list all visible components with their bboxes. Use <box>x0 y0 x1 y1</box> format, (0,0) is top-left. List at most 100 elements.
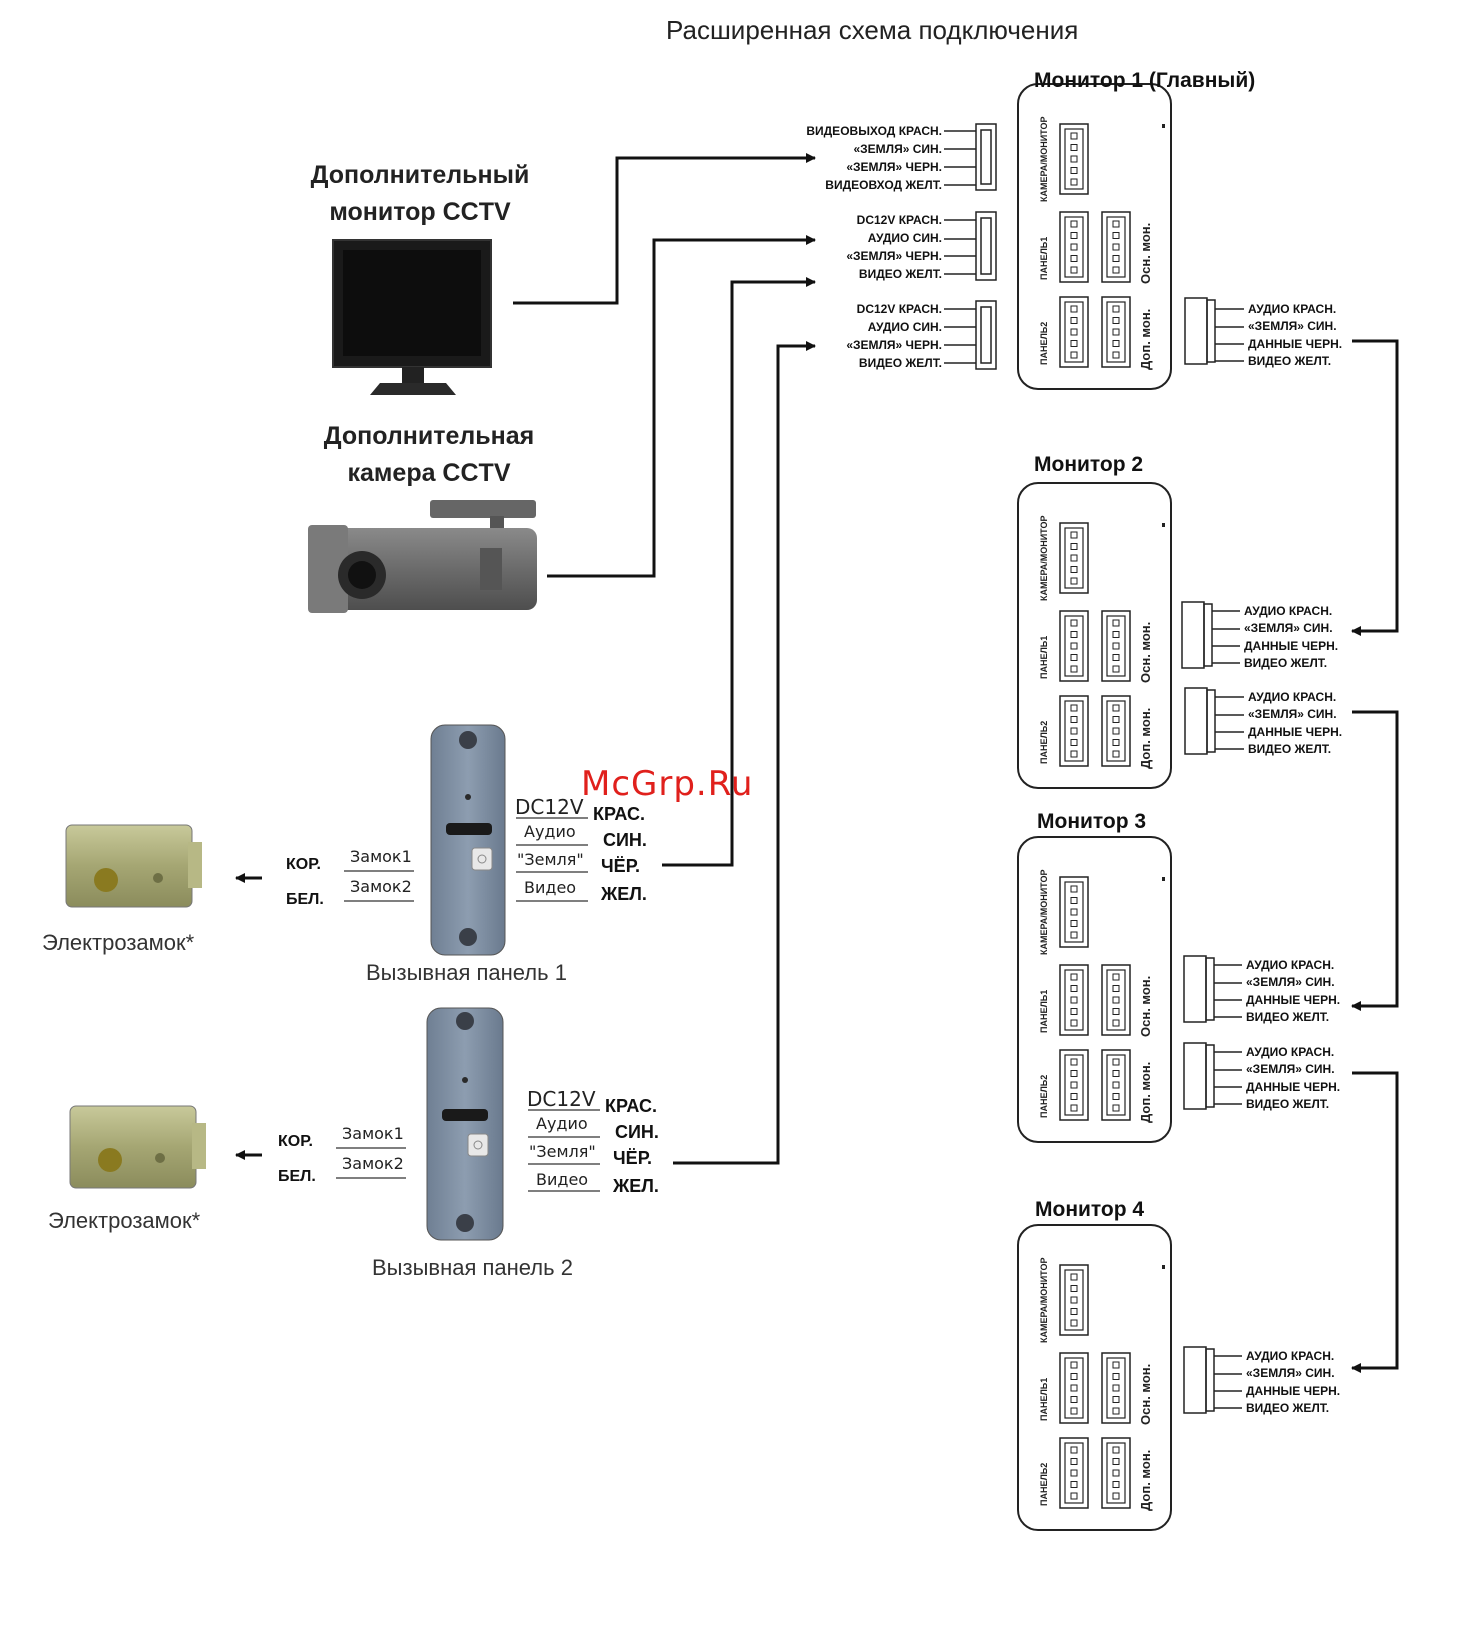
electric-lock-2-caption: Электрозамок* <box>48 1208 201 1233</box>
wire-monitor2-to-monitor3 <box>1351 710 1399 1011</box>
monitor-bodies <box>1017 83 1172 1531</box>
monitor-2-label-extra-mon: Доп. мон. <box>1138 707 1153 769</box>
panel-2-term-audio: Аудио <box>536 1114 588 1133</box>
monitor-2-label-camera-monitor: КАМЕРА/МОНИТОР <box>1039 515 1049 601</box>
right-connector-3-label-2: «ЗЕМЛЯ» СИН. <box>1248 707 1337 722</box>
monitor-1-title: Монитор 1 (Главный) <box>1034 69 1256 92</box>
right-connector-4-label-4: ВИДЕО ЖЕЛТ. <box>1246 1009 1330 1024</box>
right-connector-1-label-4: ВИДЕО ЖЕЛТ. <box>1248 353 1332 368</box>
cctv-monitor-title-line1: Дополнительный <box>310 161 530 189</box>
monitor-4-label-extra-mon: Доп. мон. <box>1138 1449 1153 1511</box>
panel-2-color-blue: СИН. <box>615 1122 659 1142</box>
right-connector-3-label-4: ВИДЕО ЖЕЛТ. <box>1248 741 1332 756</box>
panel-1-lock-bel: БЕЛ. <box>286 891 324 908</box>
call-panel-2-image <box>426 1007 504 1241</box>
wire-camera-to-panel1-input <box>547 235 816 578</box>
right-connectors <box>1181 297 1244 1414</box>
cctv-monitor-image <box>332 239 492 395</box>
monitor-3-label-main-mon: Осн. мон. <box>1138 975 1153 1037</box>
panel-1-lock-kor: КОР. <box>286 856 321 873</box>
monitor-1-label-panel1: ПАНЕЛЬ1 <box>1039 236 1049 280</box>
panel-1-color-black: ЧЁР. <box>601 856 640 876</box>
m1-p2-video: ВИДЕО ЖЕЛТ. <box>858 356 942 370</box>
panel-2-wire-lines <box>336 1109 600 1192</box>
monitor-2-label-panel1: ПАНЕЛЬ1 <box>1039 635 1049 679</box>
panel-2-color-black: ЧЁР. <box>613 1148 652 1168</box>
m1-p1-audio: АУДИО СИН. <box>867 231 942 245</box>
panel-2-term-ground: "Земля" <box>529 1142 596 1161</box>
wire-monitor1-to-monitor2 <box>1351 339 1399 636</box>
panel-1-wire-lines <box>344 817 588 902</box>
m1-p1-dc12v: DC12V КРАСН. <box>856 213 942 227</box>
wire-panel1-to-input <box>662 277 816 867</box>
panel-1-lock-term-2: Замок2 <box>350 877 412 896</box>
monitor-3-title: Монитор 3 <box>1037 810 1147 833</box>
right-connector-6-label-4: ВИДЕО ЖЕЛТ. <box>1246 1400 1330 1415</box>
m1-ground-black: «ЗЕМЛЯ» ЧЕРН. <box>846 160 942 174</box>
right-connector-4-label-3: ДАННЫЕ ЧЕРН. <box>1246 992 1341 1007</box>
m1-p1-ground: «ЗЕМЛЯ» ЧЕРН. <box>846 249 942 263</box>
panel-1-color-blue: СИН. <box>603 830 647 850</box>
panel-2-lock-kor: КОР. <box>278 1133 313 1150</box>
monitor-1-label-camera-monitor: КАМЕРА/МОНИТОР <box>1039 116 1049 202</box>
monitor-2-label-panel2: ПАНЕЛЬ2 <box>1039 720 1049 764</box>
panel-2-term-video: Видео <box>536 1170 589 1189</box>
m1-p2-dc12v: DC12V КРАСН. <box>856 302 942 316</box>
monitor-4-label-camera-monitor: КАМЕРА/МОНИТОР <box>1039 1257 1049 1343</box>
panel-2-lock-term-2: Замок2 <box>342 1154 404 1173</box>
monitor-1-label-extra-mon: Доп. мон. <box>1138 308 1153 370</box>
right-connector-3-label-3: ДАННЫЕ ЧЕРН. <box>1248 724 1343 739</box>
m1-p2-ground: «ЗЕМЛЯ» ЧЕРН. <box>846 338 942 352</box>
cctv-monitor-title-line2: монитор CCTV <box>329 198 511 226</box>
panel-1-lock-term-1: Замок1 <box>350 847 412 866</box>
monitor-3-body <box>1017 836 1172 1143</box>
monitor-4-label-main-mon: Осн. мон. <box>1138 1363 1153 1425</box>
right-connector-2-label-1: АУДИО КРАСН. <box>1244 604 1333 618</box>
wire-panel2-to-input <box>673 341 816 1165</box>
monitor-4-body <box>1017 1224 1172 1531</box>
right-connector-2-label-2: «ЗЕМЛЯ» СИН. <box>1244 621 1333 636</box>
panel-1-term-audio: Аудио <box>524 822 576 841</box>
electric-lock-1-caption: Электрозамок* <box>42 930 195 955</box>
right-connector-1-label-3: ДАННЫЕ ЧЕРН. <box>1248 336 1343 351</box>
panel-2-lock-bel: БЕЛ. <box>278 1168 316 1185</box>
monitor-3-label-panel1: ПАНЕЛЬ1 <box>1039 989 1049 1033</box>
call-panel-1-image <box>430 724 506 956</box>
right-connector-1-label-2: «ЗЕМЛЯ» СИН. <box>1248 319 1337 334</box>
m1-ground-blue: «ЗЕМЛЯ» СИН. <box>853 142 942 156</box>
panel-2-lock-term-1: Замок1 <box>342 1124 404 1143</box>
right-connector-1-label-1: АУДИО КРАСН. <box>1248 302 1337 316</box>
right-connector-3-label-1: АУДИО КРАСН. <box>1248 690 1337 704</box>
right-connector-2-label-3: ДАННЫЕ ЧЕРН. <box>1244 638 1339 653</box>
electric-lock-1-image <box>65 824 202 908</box>
monitor-3-label-panel2: ПАНЕЛЬ2 <box>1039 1074 1049 1118</box>
monitor-2-title: Монитор 2 <box>1034 453 1144 476</box>
cctv-camera-image <box>308 500 537 613</box>
panel-2-color-red: КРАС. <box>605 1096 657 1116</box>
right-connector-6-label-3: ДАННЫЕ ЧЕРН. <box>1246 1383 1341 1398</box>
m1-p1-video: ВИДЕО ЖЕЛТ. <box>858 267 942 281</box>
monitor-2-body <box>1017 482 1172 789</box>
monitor-1-label-main-mon: Осн. мон. <box>1138 222 1153 284</box>
right-connector-5-label-4: ВИДЕО ЖЕЛТ. <box>1246 1096 1330 1111</box>
monitor-2-label-main-mon: Осн. мон. <box>1138 621 1153 683</box>
right-connector-5-label-2: «ЗЕМЛЯ» СИН. <box>1246 1062 1335 1077</box>
diagram-title: Расширенная схема подключения <box>666 15 1079 45</box>
monitor-3-label-camera-monitor: КАМЕРА/МОНИТОР <box>1039 869 1049 955</box>
call-panel-2-caption: Вызывная панель 2 <box>372 1255 573 1280</box>
watermark: McGrp.Ru <box>581 764 754 804</box>
call-panel-1-caption: Вызывная панель 1 <box>366 960 567 985</box>
panel-1-color-red: КРАС. <box>593 804 645 824</box>
electric-lock-2-image <box>69 1105 206 1189</box>
panel-2-color-yellow: ЖЕЛ. <box>613 1176 659 1196</box>
panel-1-term-video: Видео <box>524 878 577 897</box>
panel-2-term-dc12v: DC12V <box>527 1087 596 1111</box>
panel-1-term-ground: "Земля" <box>517 850 584 869</box>
right-connector-4-label-2: «ЗЕМЛЯ» СИН. <box>1246 975 1335 990</box>
right-connector-5-label-1: АУДИО КРАСН. <box>1246 1045 1335 1059</box>
wire-monitor-to-videoout <box>513 153 816 305</box>
right-connector-4-label-1: АУДИО КРАСН. <box>1246 958 1335 972</box>
cctv-camera-title-line1: Дополнительная <box>323 422 535 450</box>
